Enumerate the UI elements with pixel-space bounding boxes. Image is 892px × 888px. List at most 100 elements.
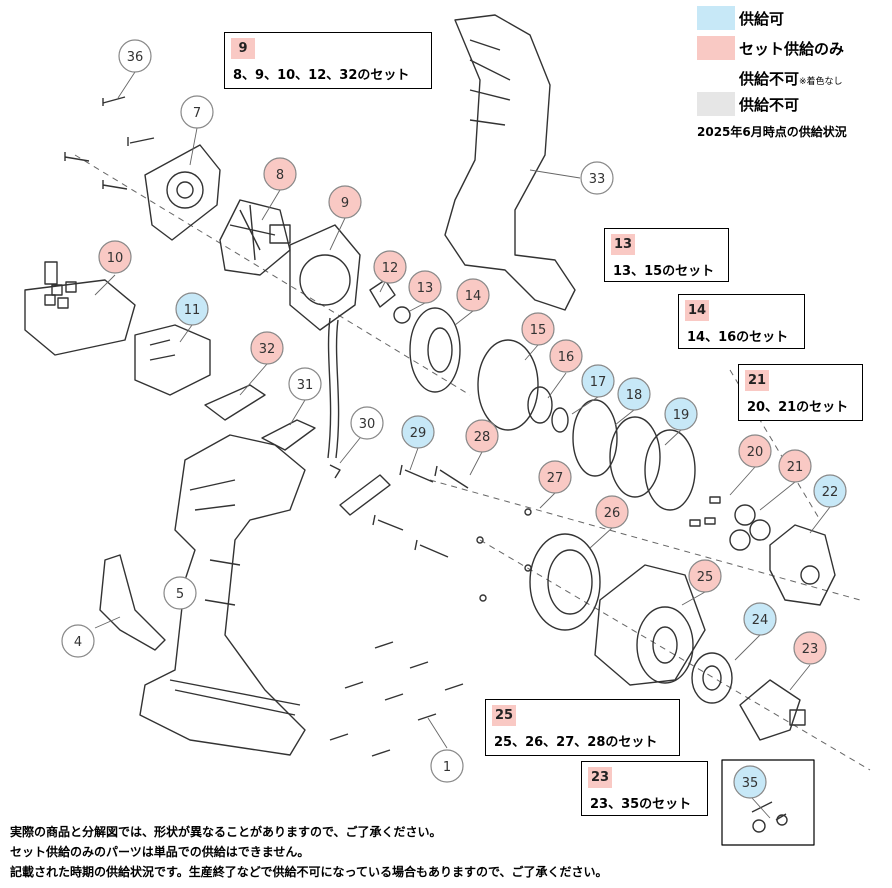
callout-circle [538,460,572,494]
callout-10: 10 [98,240,132,274]
callout-15: 15 [521,312,555,346]
callout-8: 8 [263,157,297,191]
callout-circle [778,449,812,483]
callout-label: 24 [752,613,769,628]
callout-label: 7 [193,106,201,121]
callout-label: 25 [697,570,714,585]
set-badge: 13 [611,234,635,255]
o-rings [477,339,696,511]
legend-label-text: 供給不可 [739,70,800,88]
callout-circle [263,157,297,191]
callout-9: 9 [328,185,362,219]
callout-label: 22 [822,485,839,500]
callout-label: 11 [184,303,201,318]
fan [219,199,291,276]
callout-label: 12 [382,261,399,276]
callout-circle [408,270,442,304]
callout-circle [521,312,555,346]
callout-16: 16 [549,339,583,373]
callout-label: 8 [276,168,284,183]
callout-circle [549,339,583,373]
stator [289,224,361,459]
callout-28: 28 [465,419,499,453]
callout-circle [401,415,435,449]
leader-lines [94,71,831,819]
callout-label: 19 [673,408,690,423]
callout-circle [813,474,847,508]
washer [691,652,733,704]
callout-label: 32 [259,342,276,357]
detail-box [721,759,815,846]
callout-circle [180,95,214,129]
callout-circle [617,377,651,411]
callout-32: 32 [250,331,284,365]
callout-label: 14 [465,289,482,304]
callout-27: 27 [538,460,572,494]
callout-circle [456,278,490,312]
assembly-axis [74,154,871,771]
screws-front [372,464,532,602]
legend-swatch-set-only [697,36,735,60]
set-box-9: 9 8、9、10、12、32のセット [224,32,432,89]
callout-label: 31 [297,378,314,393]
callout-label: 33 [589,172,606,187]
callout-label: 16 [558,350,575,365]
callout-26: 26 [595,495,629,529]
rotor-shaft [369,279,411,324]
callout-circle [581,364,615,398]
set-badge: 25 [492,705,516,726]
callout-18: 18 [617,377,651,411]
callout-33: 33 [580,161,614,195]
callout-30: 30 [350,406,384,440]
callout-circle [743,602,777,636]
callout-19: 19 [664,397,698,431]
callout-31: 31 [288,367,322,401]
set-text: 14、16のセット [687,330,789,345]
callout-label: 29 [410,426,427,441]
callout-label: 5 [176,587,184,602]
callout-label: 13 [417,281,434,296]
callout-1: 1 [430,749,464,783]
callout-21: 21 [778,449,812,483]
callout-circle [580,161,614,195]
set-badge: 21 [745,370,769,391]
callout-label: 23 [802,642,819,657]
callout-label: 26 [604,506,621,521]
legend-label-unavailable: 供給不可 [739,96,800,114]
anvil [739,679,806,741]
set-text: 8、9、10、12、32のセット [233,68,410,83]
callout-4: 4 [61,624,95,658]
callout-7: 7 [180,95,214,129]
callout-label: 15 [530,323,547,338]
callout-circle [373,250,407,284]
callout-24: 24 [743,602,777,636]
hammer-case [594,564,706,686]
note-set-only: セット供給のみのパーツは単品での供給はできません。 [10,845,310,859]
callout-14: 14 [456,278,490,312]
callout-circle [328,185,362,219]
note-supply-period: 記載された時期の供給状況です。生産終了などで供給不可になっている場合もありますの… [10,865,608,879]
callout-circle [688,559,722,593]
callout-circle [793,631,827,665]
callout-35: 35 [733,765,767,799]
spindle [769,524,836,606]
planet-gears [689,496,771,551]
legend-date: 2025年6月時点の供給状況 [697,125,847,139]
callout-label: 36 [127,50,144,65]
screws-rear [64,96,155,190]
legend-label-set-only: セット供給のみ [739,40,845,58]
callout-5: 5 [163,576,197,610]
callout-circle [98,240,132,274]
callout-label: 17 [590,375,607,390]
screws-bottom [329,641,464,757]
set-badge: 9 [231,38,255,59]
callout-20: 20 [738,434,772,468]
callout-circle [664,397,698,431]
belt-clip [99,554,166,651]
callout-17: 17 [581,364,615,398]
callout-label: 21 [787,460,804,475]
legend-note: ※着色なし [799,77,843,87]
switch-bracket [204,384,266,421]
set-text: 20、21のセット [747,400,849,415]
set-badge: 14 [685,300,709,321]
